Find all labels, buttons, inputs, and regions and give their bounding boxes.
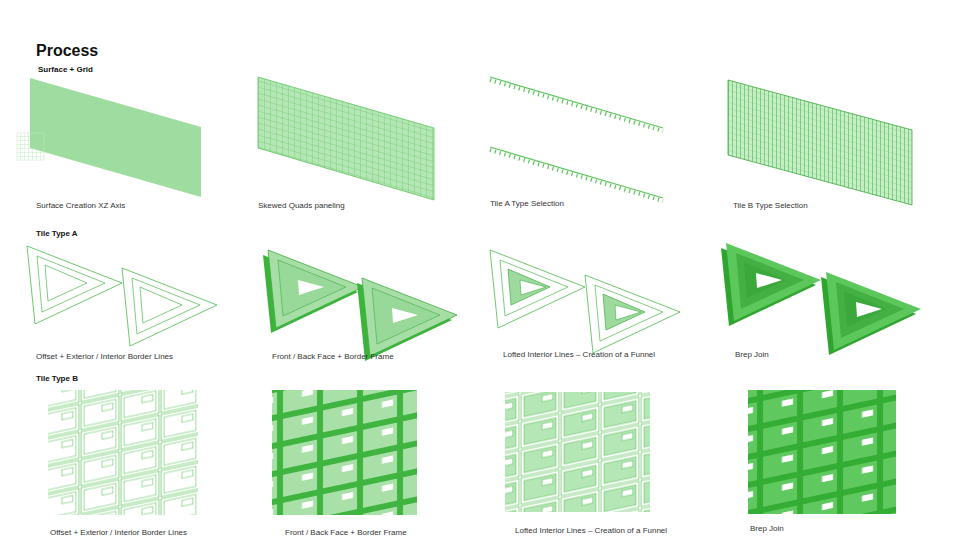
- step-caption: Brep Join: [750, 524, 784, 533]
- step-caption: Surface Creation XZ Axis: [36, 201, 125, 210]
- step-caption: Front / Back Face + Border Frame: [285, 528, 407, 537]
- section-heading: Tile Type B: [36, 374, 78, 383]
- step-caption: Tile B Type Selection: [733, 201, 808, 210]
- step-caption: Tile A Type Selection: [490, 199, 564, 208]
- section-heading: Surface + Grid: [38, 65, 93, 74]
- step-caption: Offset + Exterior / Interior Border Line…: [50, 528, 187, 537]
- step-caption: Front / Back Face + Border Frame: [272, 352, 394, 361]
- step-caption: Lofted Interior Lines – Creation of a Fu…: [515, 526, 667, 535]
- step-caption: Lofted Interior Lines – Creation of a Fu…: [503, 350, 655, 359]
- section-heading: Tile Type A: [36, 229, 78, 238]
- step-caption: Offset + Exterior / Interior Border Line…: [36, 352, 173, 361]
- step-caption: Skewed Quads paneling: [258, 201, 345, 210]
- step-caption: Brep Join: [735, 350, 769, 359]
- page-title: Process: [36, 42, 98, 60]
